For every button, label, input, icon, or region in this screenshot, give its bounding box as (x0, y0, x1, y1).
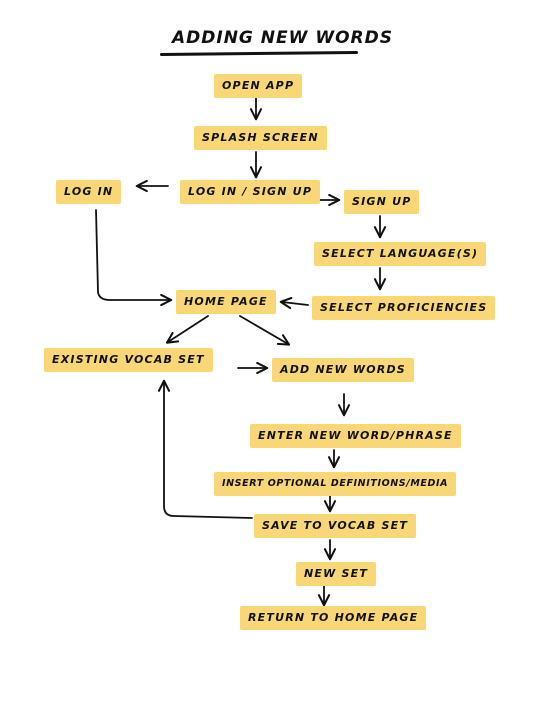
node-insert-optional: INSERT OPTIONAL DEFINITIONS/MEDIA (214, 472, 457, 496)
node-save-to-vocab-set: SAVE TO VOCAB SET (254, 514, 417, 538)
node-existing-vocab-set: EXISTING VOCAB SET (44, 348, 213, 372)
node-splash-screen: SPLASH SCREEN (194, 126, 327, 150)
node-select-languages: SELECT LANGUAGE(S) (314, 242, 487, 266)
arrow-proficiencies-to-home (279, 296, 309, 310)
node-log-in: LOG IN (56, 180, 122, 204)
node-enter-new-word: ENTER NEW WORD/PHRASE (250, 424, 461, 448)
node-return-home: RETURN TO HOME PAGE (240, 606, 427, 630)
node-open-app: OPEN APP (214, 74, 303, 98)
node-new-set: NEW SET (296, 562, 377, 586)
arrow-home-to-add (239, 315, 291, 346)
diagram-title: ADDING NEW WORDS (172, 28, 393, 48)
node-select-proficiencies: SELECT PROFICIENCIES (312, 296, 496, 320)
node-sign-up: SIGN UP (344, 190, 420, 214)
node-add-new-words: ADD NEW WORDS (272, 358, 414, 382)
arrow-login-to-home (95, 209, 173, 307)
node-login-signup: LOG IN / SIGN UP (180, 180, 321, 204)
arrow-home-to-existing (165, 315, 209, 344)
node-home-page: HOME PAGE (176, 290, 276, 314)
arrow-save-to-existing (157, 379, 253, 519)
